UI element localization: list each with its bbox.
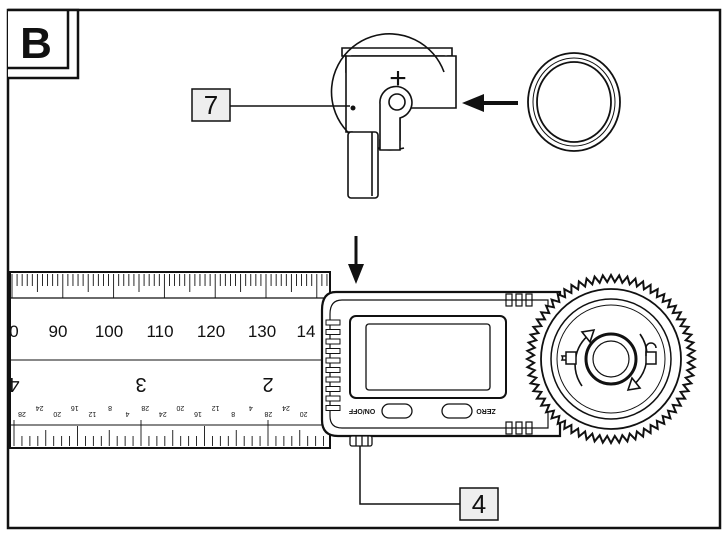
inch-label: 3 xyxy=(135,373,146,395)
panel-letter: B xyxy=(20,19,52,68)
on-off-button[interactable] xyxy=(381,403,413,419)
scale-label: 110 xyxy=(146,322,173,341)
panel-letter-box: B xyxy=(8,8,80,80)
ruler-inch-scale: 4 3 2 xyxy=(8,373,273,395)
lcd-display xyxy=(349,315,507,399)
grip-ribs xyxy=(325,319,341,411)
small-scale-label: 24 xyxy=(159,410,167,417)
scale-label: 0 xyxy=(9,322,18,341)
scale-label: 130 xyxy=(248,322,276,341)
ruler xyxy=(9,271,331,449)
small-scale-label: 28 xyxy=(264,410,272,417)
on-off-label: ON/OFF xyxy=(348,407,375,414)
inch-label: 2 xyxy=(262,373,273,395)
small-scale-label: 20 xyxy=(176,404,184,411)
battery-cover xyxy=(330,33,457,199)
scale-label: 120 xyxy=(197,322,225,341)
small-scale-label: 16 xyxy=(194,410,202,417)
callout-4: 4 xyxy=(359,446,499,521)
unlock-icon xyxy=(645,342,657,365)
small-scale-label: 4 xyxy=(126,410,130,417)
callout-7: 7 xyxy=(191,88,350,122)
arrow-left-icon xyxy=(462,94,518,112)
svg-text:4: 4 xyxy=(472,489,486,519)
cover-dot xyxy=(350,105,356,111)
small-scale-label: 8 xyxy=(231,410,235,417)
zero-button[interactable] xyxy=(441,403,473,419)
small-scale-label: 24 xyxy=(36,404,44,411)
lock-icon xyxy=(560,351,577,365)
ruler-bottom-ticks xyxy=(13,420,325,446)
small-scale-label: 8 xyxy=(108,404,112,411)
small-scale-label: 24 xyxy=(282,404,290,411)
scale-label: 90 xyxy=(49,322,68,341)
battery-compartment-latch[interactable] xyxy=(349,435,373,447)
scale-label: 100 xyxy=(95,322,123,341)
small-scale-label: 20 xyxy=(53,410,61,417)
zero-label: ZERO xyxy=(476,407,496,414)
grip-pads xyxy=(505,293,533,435)
ruler-top-scale: 0 90 100 110 120 130 14 xyxy=(9,322,315,341)
scale-label: 14 xyxy=(297,322,316,341)
locking-knob[interactable] xyxy=(524,272,698,446)
sealing-ring-icon xyxy=(527,52,621,152)
small-scale-label: 4 xyxy=(249,404,253,411)
plus-icon: + xyxy=(389,62,407,95)
svg-text:7: 7 xyxy=(204,90,218,120)
small-scale-label: 28 xyxy=(18,410,26,417)
small-scale-label: 12 xyxy=(88,410,96,417)
inch-label: 4 xyxy=(8,373,19,395)
ruler-top-ticks xyxy=(11,274,328,298)
small-scale-label: 28 xyxy=(141,404,149,411)
small-scale-label: 12 xyxy=(212,404,220,411)
small-scale-label: 20 xyxy=(300,410,308,417)
ruler-small-scale: 28 24 20 16 12 8 4 28 24 20 16 12 8 4 28 24 20 xyxy=(18,404,307,417)
small-scale-label: 16 xyxy=(71,404,79,411)
arrow-down-icon xyxy=(348,236,364,284)
